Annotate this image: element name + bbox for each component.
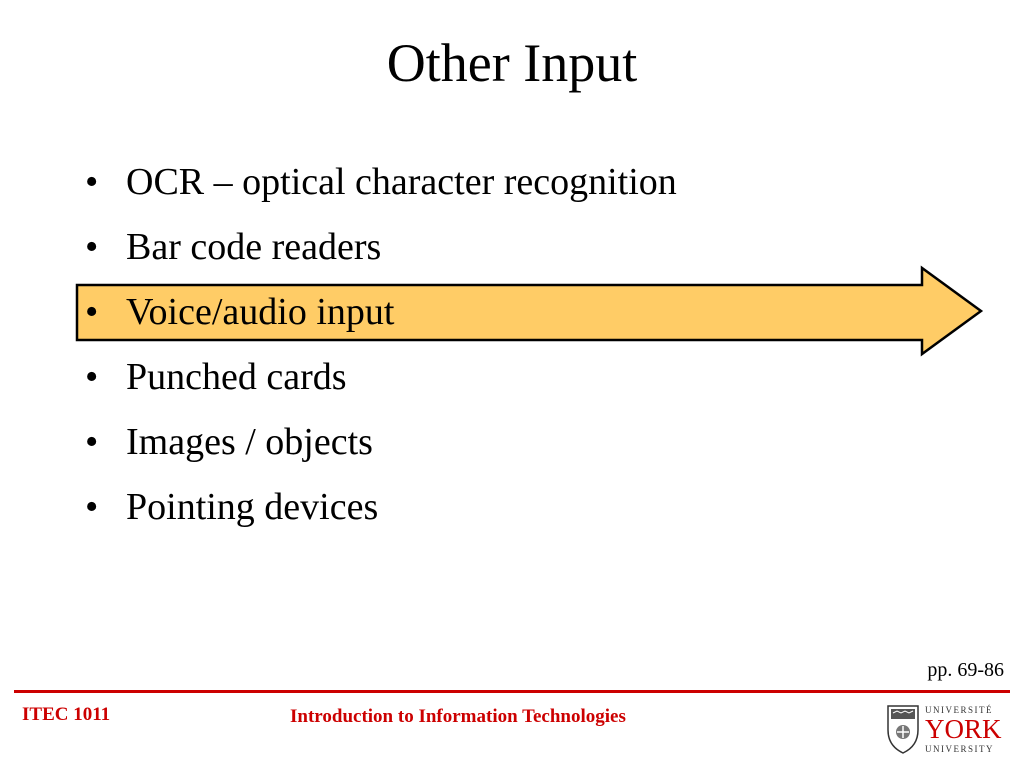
bullet-text: Voice/audio input <box>126 291 395 333</box>
logo-word-bottom: UNIVERSITY <box>925 744 994 754</box>
bullet-item-pointing-devices: • Pointing devices <box>85 475 677 540</box>
bullet-dot: • <box>85 356 99 398</box>
bullet-dot: • <box>85 421 99 463</box>
bullet-text: Images / objects <box>126 421 373 463</box>
logo-word-main: YORK <box>925 714 1002 744</box>
bullet-item-voice-audio: • Voice/audio input <box>85 280 677 345</box>
bullet-item-punched-cards: • Punched cards <box>85 345 677 410</box>
course-code: ITEC 1011 <box>22 704 111 725</box>
slide-title: Other Input <box>386 33 638 93</box>
bullet-list: • OCR – optical character recognition • … <box>85 150 677 540</box>
bullet-text: Pointing devices <box>126 486 379 528</box>
bullet-dot: • <box>85 161 99 203</box>
footer-divider <box>14 690 1010 693</box>
course-name: Introduction to Information Technologies <box>290 706 626 727</box>
bullet-dot: • <box>85 291 99 333</box>
bullet-text: Bar code readers <box>126 226 382 268</box>
bullet-text: OCR – optical character recognition <box>126 161 677 203</box>
page-reference: pp. 69-86 <box>927 659 1004 681</box>
highlight-arrow-shape <box>75 265 984 357</box>
york-crest-icon <box>887 705 919 754</box>
bullet-item-images-objects: • Images / objects <box>85 410 677 475</box>
logo-word-top: UNIVERSITÉ <box>925 705 993 715</box>
bullet-text: Punched cards <box>126 356 347 398</box>
bullet-dot: • <box>85 486 99 528</box>
york-university-logo: UNIVERSITÉ YORK UNIVERSITY <box>887 705 1002 754</box>
bullet-item-ocr: • OCR – optical character recognition <box>85 150 677 215</box>
bullet-dot: • <box>85 226 99 268</box>
bullet-item-bar-code: • Bar code readers <box>85 215 677 280</box>
